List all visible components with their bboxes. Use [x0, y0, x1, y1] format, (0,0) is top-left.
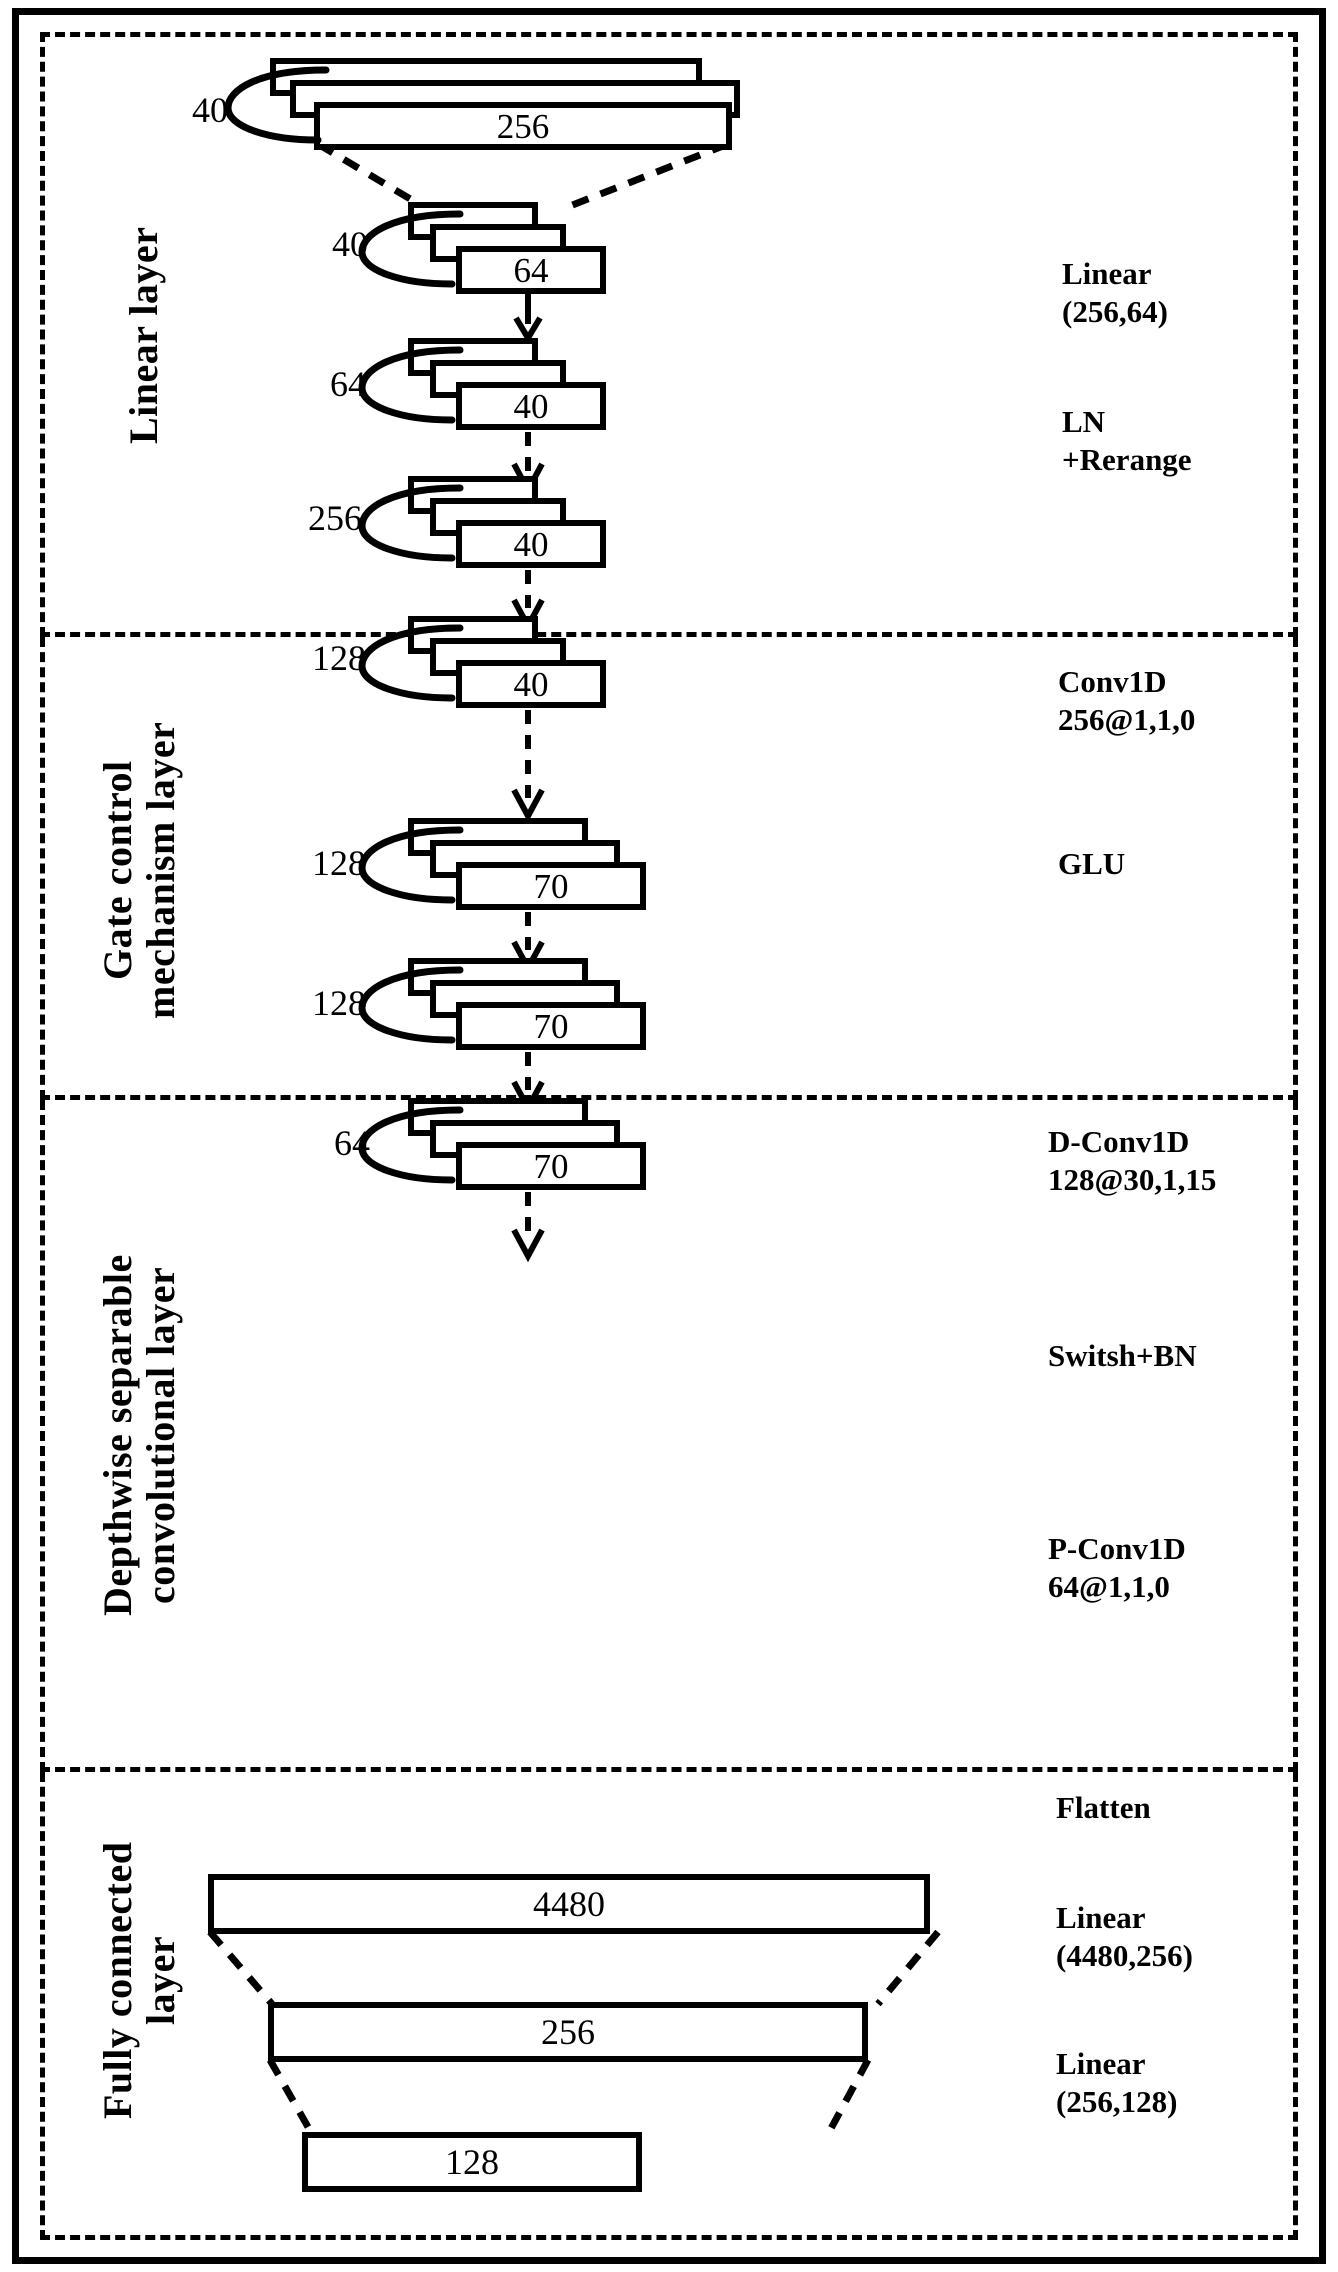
tensor-stack-input-256: 256	[224, 58, 742, 150]
connector-linear-256-128	[260, 2058, 880, 2138]
stage-frame-gate-control-layer	[40, 637, 1298, 1100]
channel-label-pconv-out: 64	[334, 1123, 370, 1163]
channel-label-glu-out: 128	[312, 638, 366, 678]
fc-box-flatten-out: 4480	[208, 1874, 930, 1934]
tensor-stack-glu-out: 40	[358, 616, 630, 708]
tensor-stack-switsh-out: 70	[358, 958, 680, 1050]
stage-frame-linear-layer	[40, 32, 1298, 637]
tensor-slab-front: 40	[456, 520, 606, 568]
connector-linear-256-64	[300, 140, 750, 212]
stage-title-depthwise-separable-layer: Depthwise separable convolutional layer	[95, 1254, 184, 1616]
tensor-stack-linear-out-64: 64	[358, 202, 630, 294]
tensor-slab-front: 256	[314, 102, 732, 150]
tensor-slab-front: 40	[456, 660, 606, 708]
tensor-slab-front: 70	[456, 1142, 646, 1190]
channel-label-switsh-out: 128	[312, 983, 366, 1023]
op-label-ln-rerange: LN +Rerange	[1062, 404, 1192, 477]
tensor-slab-front: 64	[456, 246, 606, 294]
stage-title-linear-layer: Linear layer	[121, 226, 166, 444]
op-label-linear-256-64: Linear (256,64)	[1062, 256, 1168, 329]
connector-linear-4480-256	[200, 1929, 950, 2008]
tensor-stack-dconv-out: 70	[358, 818, 680, 910]
stage-frame-fully-connected-layer	[40, 1772, 1298, 2240]
op-label-d-conv1d: D-Conv1D 128@30,1,15	[1048, 1124, 1217, 1197]
channel-label-linear-out-64: 40	[332, 224, 368, 264]
stage-title-fully-connected-layer: Fully connected layer	[95, 1841, 184, 2119]
channel-label-dconv-out: 128	[312, 843, 366, 883]
channel-label-input-256: 40	[192, 90, 228, 130]
arrow-flatten	[508, 1192, 548, 1263]
tensor-stack-pconv-out: 70	[358, 1098, 680, 1190]
op-label-linear-256-128: Linear (256,128)	[1056, 2046, 1178, 2119]
arrow-d-conv1d	[508, 710, 548, 823]
fc-box-fc1-out: 256	[268, 2002, 868, 2062]
stage-frame-depthwise-separable-layer	[40, 1100, 1298, 1772]
op-label-switsh-bn: Switsh+BN	[1048, 1338, 1197, 1373]
outer-frame	[12, 8, 1326, 2264]
op-label-p-conv1d: P-Conv1D 64@1,1,0	[1048, 1531, 1186, 1604]
op-label-glu: GLU	[1058, 846, 1126, 881]
op-label-flatten: Flatten	[1056, 1790, 1151, 1825]
fc-box-fc2-out: 128	[302, 2132, 642, 2192]
channel-label-conv1d-out: 256	[308, 498, 362, 538]
stage-title-gate-control-layer: Gate control mechanism layer	[95, 721, 184, 1019]
tensor-slab-front: 70	[456, 1002, 646, 1050]
op-label-conv1d: Conv1D 256@1,1,0	[1058, 664, 1196, 737]
tensor-slab-front: 40	[456, 382, 606, 430]
op-label-linear-4480-256: Linear (4480,256)	[1056, 1900, 1193, 1973]
tensor-slab-front: 70	[456, 862, 646, 910]
tensor-stack-conv1d-out: 40	[358, 476, 630, 568]
channel-label-rerange-40: 64	[330, 364, 366, 404]
tensor-stack-rerange-40: 40	[358, 338, 630, 430]
arrow-ln-rerange	[508, 292, 548, 344]
